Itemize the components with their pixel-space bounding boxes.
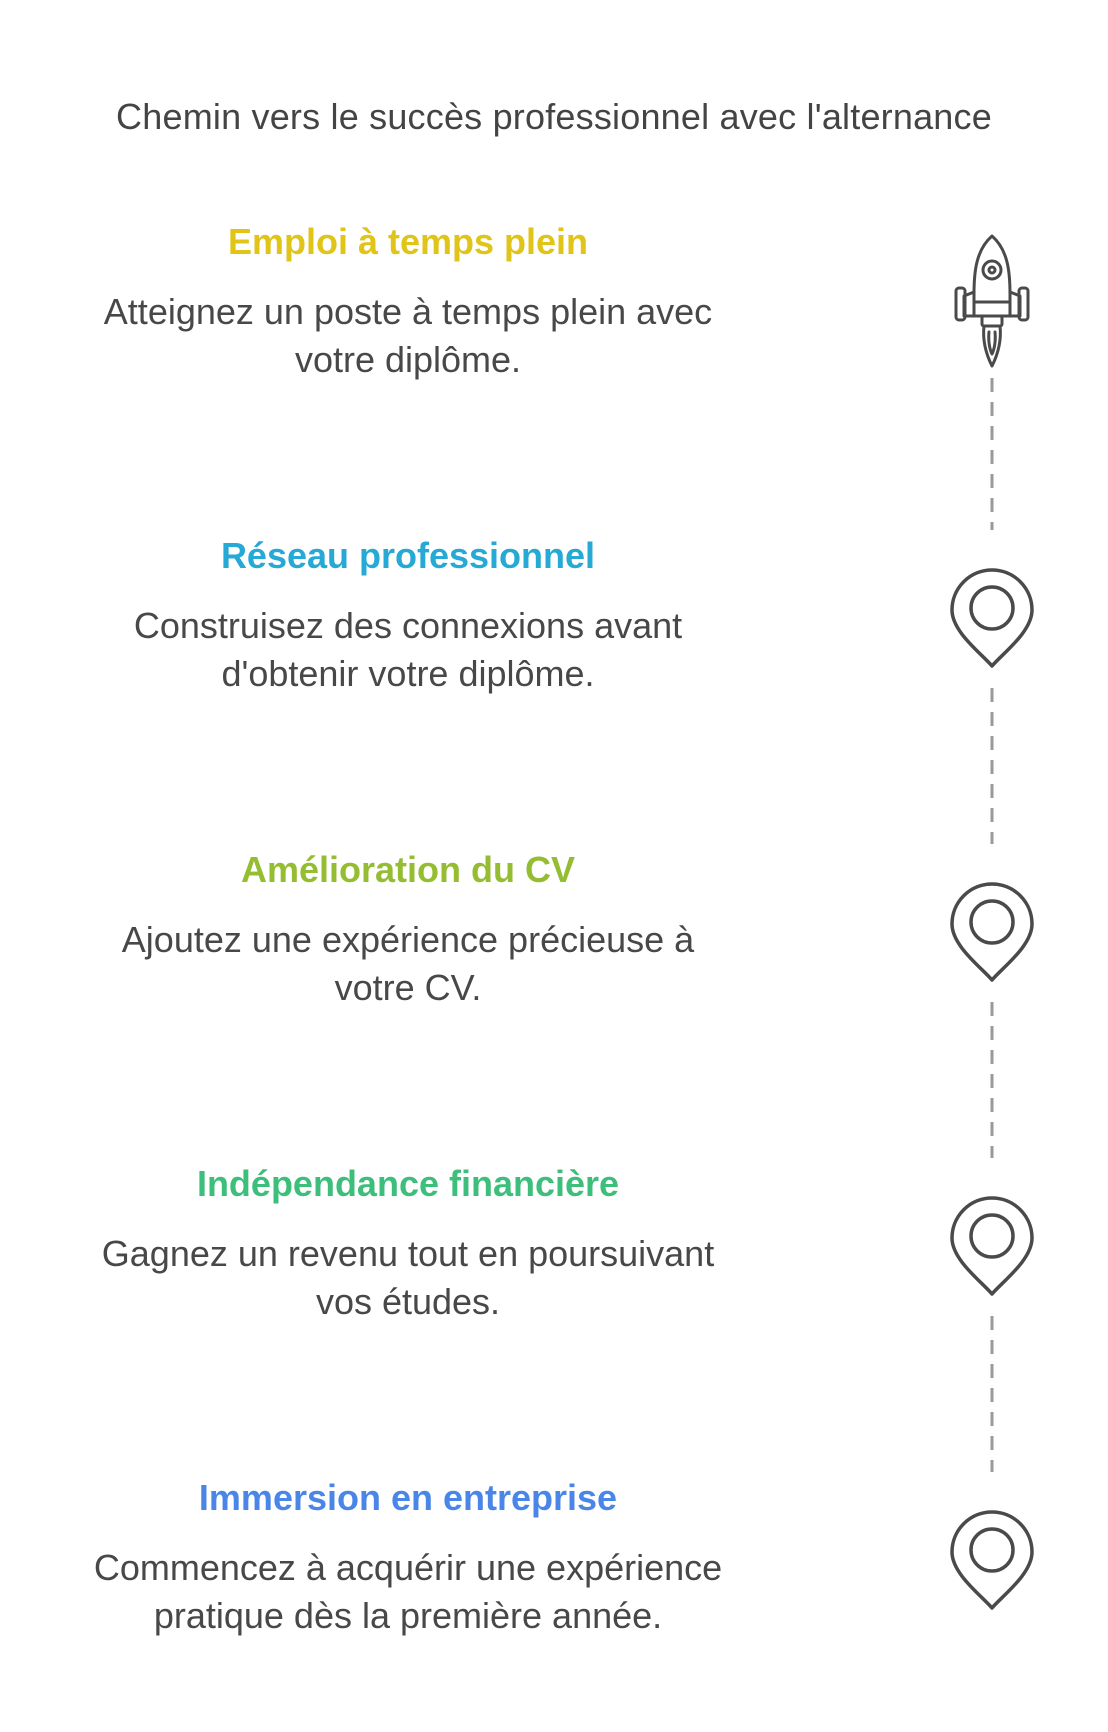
step-title: Réseau professionnel <box>220 535 596 576</box>
step-description-line: Atteignez un poste à temps plein avec <box>103 291 713 332</box>
map-pin-icon <box>948 1508 1036 1612</box>
map-pin-icon <box>948 880 1036 984</box>
rocket-icon <box>952 232 1032 376</box>
step-description-line: pratique dès la première année. <box>153 1595 663 1636</box>
map-pin-icon <box>948 1194 1036 1298</box>
step-description-line: votre diplôme. <box>294 339 522 380</box>
step-description-line: Gagnez un revenu tout en poursuivant <box>101 1233 715 1274</box>
diagram-title: Chemin vers le succès professionnel avec… <box>116 96 992 137</box>
step-description: Gagnez un revenu tout en poursuivant vos… <box>40 1230 776 1326</box>
step-description-line: Construisez des connexions avant <box>133 605 683 646</box>
step-3: Amélioration du CV Ajoutez une expérienc… <box>40 846 776 1012</box>
step-description-line: Ajoutez une expérience précieuse à <box>121 919 695 960</box>
step-description-line: Commencez à acquérir une expérience <box>93 1547 723 1588</box>
step-description: Atteignez un poste à temps plein avec vo… <box>40 288 776 384</box>
step-title: Indépendance financière <box>196 1163 620 1204</box>
step-title: Amélioration du CV <box>240 849 576 890</box>
map-pin-icon <box>948 566 1036 670</box>
step-title: Immersion en entreprise <box>198 1477 618 1518</box>
step-description: Construisez des connexions avant d'obten… <box>40 602 776 698</box>
step-5: Immersion en entreprise Commencez à acqu… <box>40 1474 776 1640</box>
step-description: Ajoutez une expérience précieuse à votre… <box>40 916 776 1012</box>
step-description: Commencez à acquérir une expérience prat… <box>40 1544 776 1640</box>
step-description-line: vos études. <box>315 1281 501 1322</box>
step-description-line: votre CV. <box>334 967 482 1008</box>
step-description-line: d'obtenir votre diplôme. <box>221 653 595 694</box>
step-4: Indépendance financière Gagnez un revenu… <box>40 1160 776 1326</box>
step-2: Réseau professionnel Construisez des con… <box>40 532 776 698</box>
step-title: Emploi à temps plein <box>227 221 589 262</box>
step-1: Emploi à temps plein Atteignez un poste … <box>40 218 776 384</box>
